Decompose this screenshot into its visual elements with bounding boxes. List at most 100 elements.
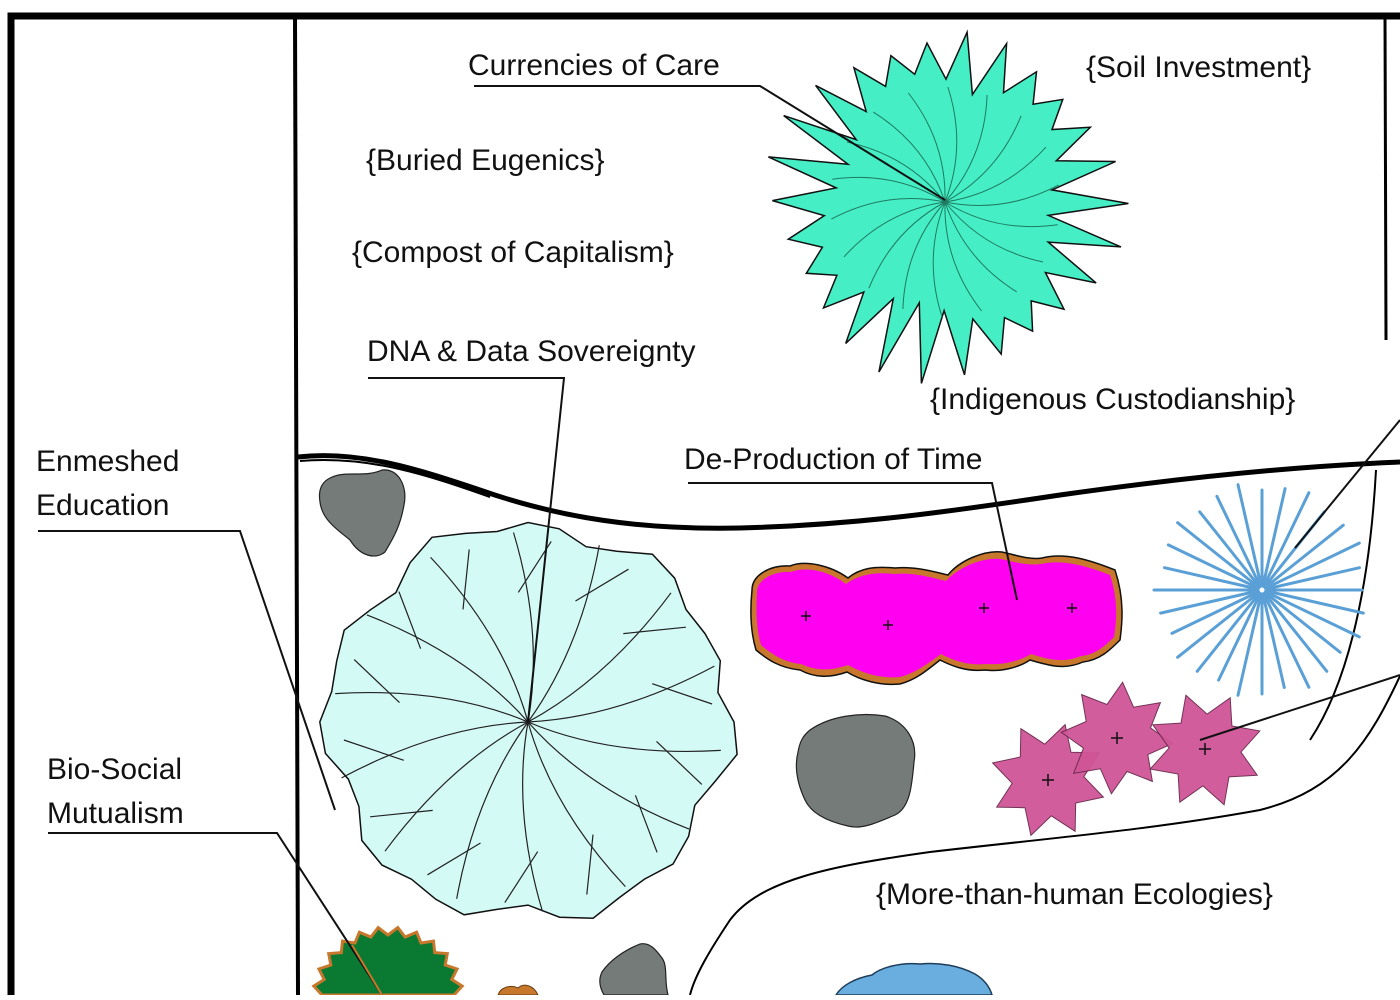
rock-shape-icon (795, 713, 916, 828)
teal-vein (944, 201, 982, 312)
radial-ray (1264, 589, 1365, 615)
blue-blob-plant-icon (834, 962, 993, 996)
ice-vein-branch (652, 683, 713, 705)
radial-ray (1263, 523, 1345, 590)
label-indigenous-custodianship: {Indigenous Custodianship} (930, 383, 1295, 416)
radial-ray (1163, 566, 1260, 591)
ice-vein-branch (634, 795, 658, 853)
teal-vein (902, 201, 946, 310)
leader-bio-social-mutualism (48, 832, 383, 996)
ice-vein (366, 614, 529, 723)
ice-vein-branch (398, 591, 422, 649)
ice-vein-branch (586, 834, 594, 895)
leader-right-top (1294, 419, 1400, 549)
rock-shape-icon (599, 943, 669, 996)
ice-vein (430, 556, 529, 723)
blue-radial-plant-icon (1152, 483, 1365, 697)
teal-vein (944, 115, 1022, 203)
radial-ray (1262, 491, 1311, 588)
leader-currencies-of-care (474, 85, 946, 201)
orange-fragment-icon (497, 984, 539, 996)
radial-ray (1170, 590, 1260, 635)
teal-vein (944, 94, 988, 203)
ice-vein-branch (427, 842, 481, 876)
radial-ray (1217, 592, 1262, 682)
ice-vein-branch (462, 549, 470, 610)
ice-vein (527, 592, 672, 723)
radial-ray (1159, 589, 1260, 615)
cross-marker (883, 620, 893, 630)
teal-vein (843, 201, 946, 258)
teal-vein (932, 201, 946, 318)
teal-vein (944, 201, 1058, 228)
radial-ray (1195, 591, 1262, 673)
label-compost-of-capitalism: {Compost of Capitalism} (352, 236, 674, 269)
leader-right-bottom (1199, 674, 1400, 741)
ice-vein-branch (656, 740, 703, 785)
frame-right-edge (1383, 15, 1388, 341)
ice-vein-branch (343, 739, 404, 761)
radial-ray (1176, 521, 1261, 590)
lower-bed-curve (689, 675, 1400, 996)
label-dna-data-sovereignty: DNA & Data Sovereignty (367, 335, 696, 368)
leader-dna-data-sovereignty (368, 377, 566, 723)
radial-ray (1215, 494, 1262, 588)
pink-flower-cluster-icon (991, 681, 1261, 837)
ice-vein (527, 721, 690, 830)
rock-shape-icon (318, 469, 406, 557)
outer-frame (7, 12, 1400, 1000)
teal-vein (873, 111, 946, 203)
ice-vein (341, 721, 529, 779)
label-enmeshed-education-2: Education (36, 489, 169, 522)
radial-ray (1264, 590, 1361, 639)
ice-vein (522, 721, 544, 912)
bed-boundary (297, 453, 1400, 531)
teal-vein (908, 92, 946, 203)
teal-vein (832, 176, 946, 203)
teal-vein (944, 146, 1047, 203)
radial-ray (1261, 487, 1287, 588)
label-more-than-human: {More-than-human Ecologies} (876, 878, 1273, 911)
teal-vein (868, 201, 946, 289)
magenta-chain-plant-icon (750, 551, 1123, 686)
label-soil-investment: {Soil Investment} (1086, 51, 1311, 84)
radial-ray (1262, 591, 1329, 673)
bed-boundary-inner (299, 458, 491, 498)
radial-ray (1166, 543, 1260, 590)
ice-vein (527, 545, 600, 723)
cross-marker (1111, 732, 1123, 744)
label-currencies-of-care: Currencies of Care (468, 49, 720, 82)
radial-ray (1262, 592, 1311, 689)
radial-ray (1264, 566, 1361, 591)
ice-vein-branch (353, 659, 400, 704)
label-enmeshed-education-1: Enmeshed (36, 445, 179, 478)
ice-vein (335, 691, 529, 723)
leader-de-production-of-time (688, 482, 1018, 601)
radial-ray (1261, 592, 1286, 689)
teal-vein (944, 201, 1017, 293)
radial-ray (1236, 592, 1263, 697)
ice-vein (527, 665, 715, 723)
ice-vein (384, 721, 529, 852)
right-bed-curve (1309, 469, 1377, 741)
radial-ray (1176, 590, 1261, 659)
radial-ray (1263, 590, 1342, 654)
cross-marker (801, 611, 811, 621)
cross-marker (1067, 603, 1077, 613)
cross-marker (979, 603, 989, 613)
cross-marker (1042, 774, 1054, 786)
ice-vein-branch (370, 809, 433, 818)
leader-enmeshed-education (38, 530, 336, 811)
label-de-production-of-time: De-Production of Time (684, 443, 982, 476)
teal-vein (831, 198, 946, 220)
radial-ray (1198, 510, 1262, 589)
ice-vein (456, 721, 529, 899)
frame-divider (293, 15, 300, 996)
ice-vein-branch (623, 626, 686, 635)
ice-vein (527, 721, 626, 888)
leader-bio-social-inner (351, 944, 383, 996)
label-bio-social-2: Mutualism (47, 797, 184, 830)
cross-marker (1199, 743, 1211, 755)
label-bio-social-1: Bio-Social (47, 753, 182, 786)
